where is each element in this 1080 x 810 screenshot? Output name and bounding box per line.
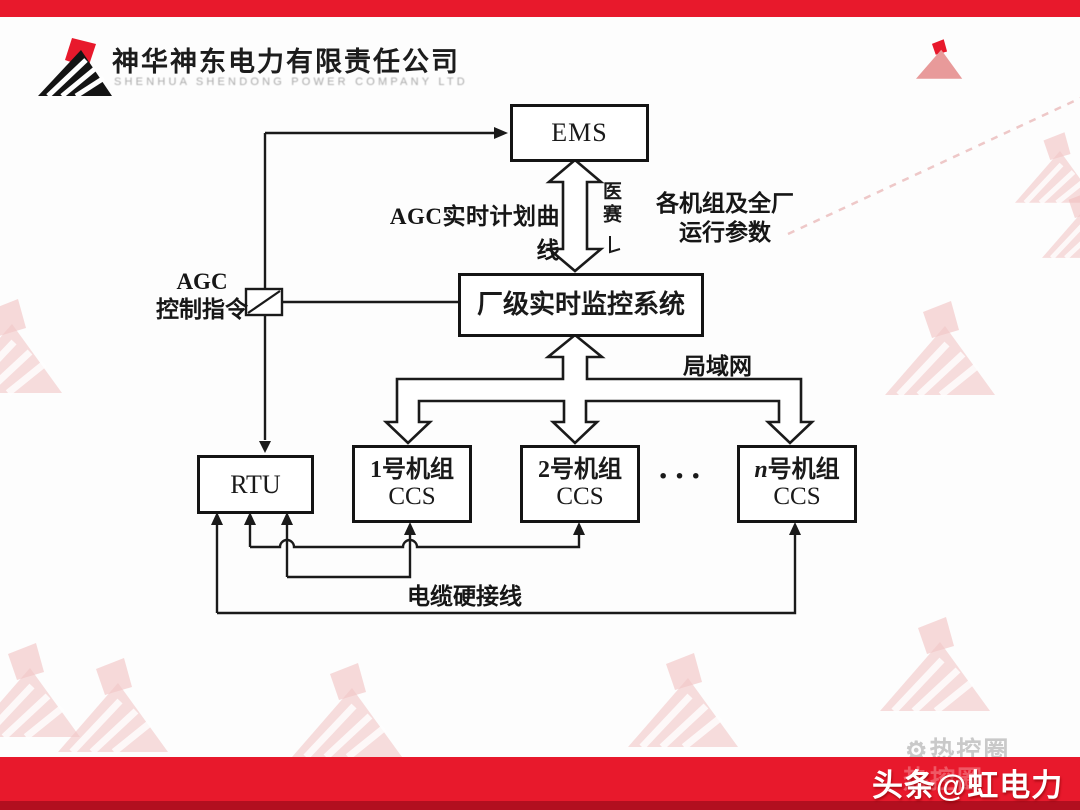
- arrowhead-into-rtu-b3: [281, 512, 293, 525]
- credit-text: 头条@虹电力: [872, 768, 1064, 803]
- node-ems: EMS: [510, 104, 649, 162]
- top-red-bar: [0, 0, 1080, 17]
- dashed-watermark-line: [787, 96, 1080, 236]
- company-name-en: SHENHUA SHENDONG POWER COMPANY LTD: [114, 76, 468, 88]
- side-note-hook: [609, 236, 621, 254]
- arrowhead-into-unit1: [404, 522, 416, 535]
- unit1-line2: CCS: [388, 483, 436, 511]
- arrowhead-into-rtu-b1: [211, 512, 223, 525]
- unitn-line1: n号机组: [754, 456, 840, 483]
- units-ellipsis: ···: [657, 458, 707, 495]
- switch-diagonal: [247, 290, 281, 314]
- label-hardwired-cable: 电缆硬接线: [407, 584, 522, 609]
- arrowhead-into-rtu-b2: [244, 512, 256, 525]
- node-unit2-ccs: 2号机组 CCS: [520, 445, 640, 523]
- node-unitn-ccs: n号机组 CCS: [737, 445, 857, 523]
- lan-branch-arrows: [382, 333, 816, 445]
- agc-cmd-line2: 控制指令: [156, 297, 248, 323]
- unit1-line1: 1号机组: [370, 456, 454, 483]
- node-rtu-label: RTU: [230, 469, 281, 499]
- node-ems-label: EMS: [551, 118, 608, 148]
- ems-plant-double-arrow: [545, 158, 605, 273]
- watermark-ghost-on-bar: 热控圈: [903, 766, 985, 794]
- label-side-note: 医赛: [600, 181, 621, 227]
- cable-to-unit1: [287, 534, 412, 579]
- arrowhead-into-ems: [494, 127, 508, 139]
- label-agc-control-command: AGC 控制指令: [152, 268, 252, 324]
- arrowhead-into-unitn: [789, 522, 801, 535]
- unit2-line2: CCS: [556, 483, 604, 511]
- node-plant-label: 厂级实时监控系统: [476, 290, 685, 320]
- company-logo-icon: [38, 38, 112, 99]
- cable-to-unitn: [217, 534, 797, 615]
- node-plant-monitoring-system: 厂级实时监控系统: [458, 273, 704, 337]
- cable-to-unit2: [250, 534, 581, 549]
- agc-cmd-line1: AGC: [176, 269, 228, 294]
- label-agc-realtime-curve: AGC实时计划曲线: [389, 204, 560, 263]
- label-lan: 局域网: [683, 354, 752, 379]
- node-unit1-ccs: 1号机组 CCS: [352, 445, 472, 523]
- unit2-line1: 2号机组: [538, 456, 622, 483]
- label-unit-plant-parameters: 各机组及全厂 运行参数: [634, 190, 816, 248]
- params-line1: 各机组及全厂: [656, 191, 794, 216]
- arrowhead-into-rtu-top: [259, 441, 271, 453]
- arrowhead-into-unit2: [573, 522, 585, 535]
- bottom-dark-strip: [0, 801, 1080, 810]
- node-rtu: RTU: [197, 455, 314, 514]
- company-name: 神华神东电力有限责任公司: [112, 47, 460, 77]
- unitn-line2: CCS: [773, 483, 821, 511]
- mini-logo-mark: [916, 39, 963, 79]
- params-line2: 运行参数: [679, 219, 771, 245]
